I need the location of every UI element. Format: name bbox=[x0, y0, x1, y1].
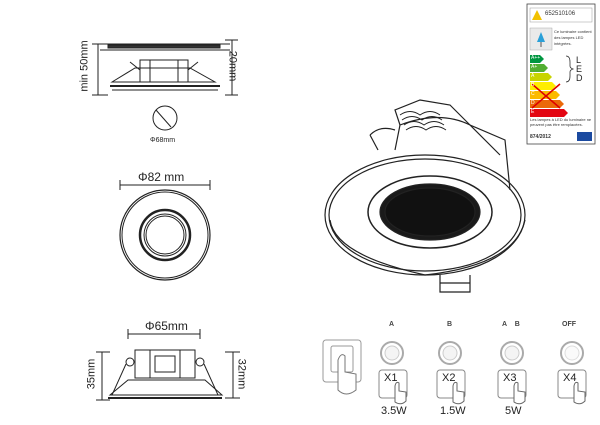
mode-label-4: X4 bbox=[563, 372, 577, 384]
dimension-inner-diameter: Φ65mm bbox=[145, 319, 188, 333]
brace-icon bbox=[565, 55, 575, 83]
energy-class-3: A bbox=[531, 73, 535, 79]
mode-badge-1: A bbox=[389, 321, 395, 328]
eu-flag-icon bbox=[577, 132, 592, 141]
led-letter-d: D bbox=[576, 73, 583, 83]
mode-label-2: X2 bbox=[442, 372, 456, 384]
mode-watt-1: 3.5W bbox=[381, 405, 407, 417]
led-letter-l: L bbox=[576, 55, 582, 65]
mode-lamp-4 bbox=[560, 341, 584, 365]
mode-badge-3: A B bbox=[502, 321, 520, 328]
top-side-view bbox=[92, 39, 238, 96]
front-view bbox=[119, 180, 211, 281]
energy-class-5: C bbox=[531, 91, 535, 97]
energy-label-model: 652510106 bbox=[545, 11, 576, 17]
mode-lamp-3 bbox=[500, 341, 524, 365]
dimension-outer-diameter: Φ82 mm bbox=[138, 170, 185, 184]
mode-watt-3: 5W bbox=[505, 405, 522, 417]
press-button-4 bbox=[557, 369, 587, 405]
mode-lamp-1 bbox=[380, 341, 404, 365]
press-button-2 bbox=[436, 369, 466, 405]
mode-badge-2: B bbox=[447, 321, 453, 328]
lamp-icon bbox=[537, 32, 545, 42]
mode-badge-4: OFF bbox=[562, 321, 576, 328]
press-button-1 bbox=[378, 369, 408, 405]
energy-class-2: A+ bbox=[531, 64, 538, 70]
wall-switch-icon bbox=[322, 339, 362, 395]
press-button-3 bbox=[497, 369, 527, 405]
energy-class-1: A++ bbox=[531, 55, 541, 61]
mode-watt-2: 1.5W bbox=[440, 405, 466, 417]
energy-label bbox=[526, 3, 596, 145]
led-letter-e: E bbox=[576, 64, 583, 74]
product-3d-illustration bbox=[324, 99, 526, 293]
energy-label-text-2: Les lampes à LED du luminaire ne peuvent… bbox=[530, 117, 592, 127]
mode-label-1: X1 bbox=[384, 372, 398, 384]
mode-label-3: X3 bbox=[503, 372, 517, 384]
energy-label-regulation: 874/2012 bbox=[530, 134, 551, 140]
logo-icon bbox=[532, 10, 542, 20]
energy-class-6: D bbox=[531, 100, 535, 106]
dimension-cutout: Φ68mm bbox=[150, 137, 176, 144]
energy-label-text-1: Ce luminaire contient des lampes LED int… bbox=[554, 29, 592, 46]
mode-lamp-2 bbox=[438, 341, 462, 365]
cutout-symbol bbox=[152, 105, 178, 131]
energy-class-7: E bbox=[531, 109, 535, 115]
bottom-side-view bbox=[96, 329, 240, 401]
energy-class-4: B bbox=[531, 82, 535, 88]
